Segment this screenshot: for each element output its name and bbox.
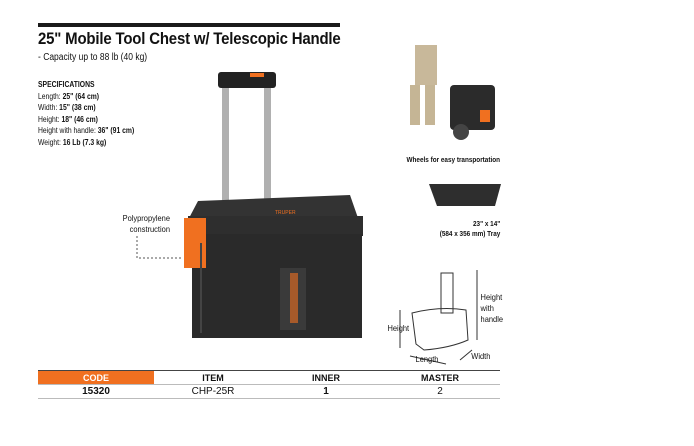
table-header: CODE ITEM INNER MASTER: [38, 370, 500, 385]
spec-width: Width: 15" (38 cm): [38, 103, 96, 112]
dim-length: Length: [415, 354, 439, 364]
tray-size-mm: (584 x 356 mm) Tray: [439, 229, 500, 238]
callout-line: [136, 236, 183, 259]
product-table: CODE ITEM INNER MASTER 15320 CHP-25R 1 2: [38, 370, 500, 399]
title-rule: [38, 23, 340, 27]
dim-height: Height: [387, 323, 410, 333]
brand-logo: TRUPER: [275, 210, 296, 216]
col-master: MASTER: [380, 370, 500, 385]
dim-width: Width: [471, 351, 491, 361]
dim-height-handle: Height with handle: [480, 292, 504, 324]
spec-length: Length: 25" (64 cm): [38, 91, 100, 101]
cell-master: 2: [380, 384, 500, 399]
cell-item: CHP-25R: [154, 384, 272, 399]
tray-size: 23" x 14": [472, 219, 500, 228]
wheels-caption: Wheels for easy transportation: [406, 155, 500, 164]
dimension-diagram: [399, 270, 478, 365]
col-item: ITEM: [154, 370, 272, 385]
wheels-photo: [410, 45, 495, 140]
callout-label: Polypropylene construction: [122, 213, 170, 234]
capacity-note: - Capacity up to 88 lb (40 kg): [38, 52, 148, 63]
spec-height-handle: Height with handle: 36" (91 cm): [38, 126, 135, 135]
col-inner: INNER: [272, 370, 380, 385]
page-title: 25" Mobile Tool Chest w/ Telescopic Hand…: [38, 29, 341, 48]
cell-inner: 1: [272, 384, 380, 399]
cell-code: 15320: [38, 384, 154, 399]
tray-image: [429, 184, 501, 206]
table-row: 15320 CHP-25R 1 2: [38, 384, 500, 399]
col-code: CODE: [38, 370, 154, 385]
spec-weight: Weight: 16 Lb (7.3 kg): [38, 137, 107, 147]
tool-chest-image: TRUPER: [184, 72, 363, 338]
spec-height: Height: 18" (46 cm): [38, 114, 98, 124]
specs-heading: SPECIFICATIONS: [38, 80, 95, 89]
specifications: SPECIFICATIONS Length: 25" (64 cm) Width…: [38, 79, 134, 148]
tray-caption: 23" x 14" (584 x 356 mm) Tray: [439, 219, 500, 239]
